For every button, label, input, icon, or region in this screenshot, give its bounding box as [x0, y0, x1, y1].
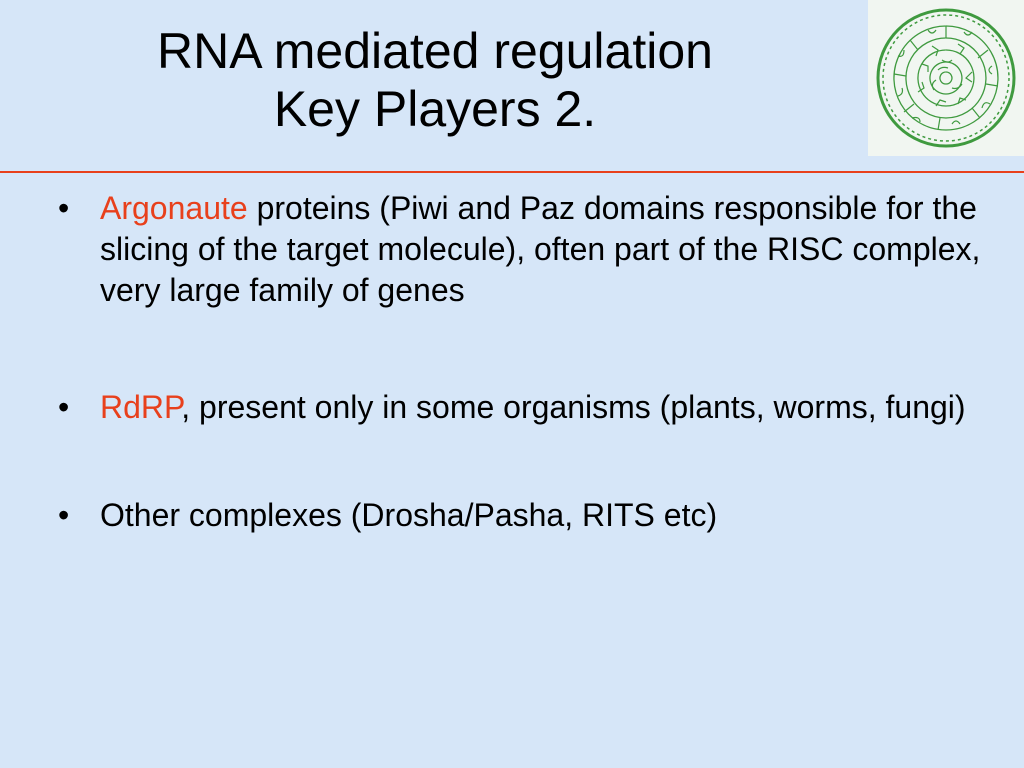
bullet-marker: • — [58, 190, 70, 226]
bullet-text: , present only in some organisms (plants… — [181, 389, 966, 425]
slide-title: RNA mediated regulation Key Players 2. — [150, 22, 720, 138]
bullet-highlight: RdRP — [100, 389, 182, 425]
title-divider — [0, 171, 1024, 173]
bullet-item-argonaute: • Argonaute proteins (Piwi and Paz domai… — [58, 188, 988, 311]
bullet-text: Other complexes (Drosha/Pasha, RITS etc) — [100, 497, 718, 533]
title-line-2: Key Players 2. — [273, 81, 597, 137]
bullet-item-rdrp: • RdRP, present only in some organisms (… — [58, 387, 988, 428]
title-line-1: RNA mediated regulation — [157, 23, 713, 79]
bullet-list: • Argonaute proteins (Piwi and Paz domai… — [58, 188, 988, 536]
bullet-text: proteins (Piwi and Paz domains responsib… — [100, 190, 981, 308]
bullet-highlight: Argonaute — [100, 190, 248, 226]
phaistos-disc-icon — [868, 0, 1024, 156]
bullet-marker: • — [58, 389, 70, 425]
bullet-marker: • — [58, 497, 70, 533]
bullet-item-other-complexes: • Other complexes (Drosha/Pasha, RITS et… — [58, 495, 988, 536]
